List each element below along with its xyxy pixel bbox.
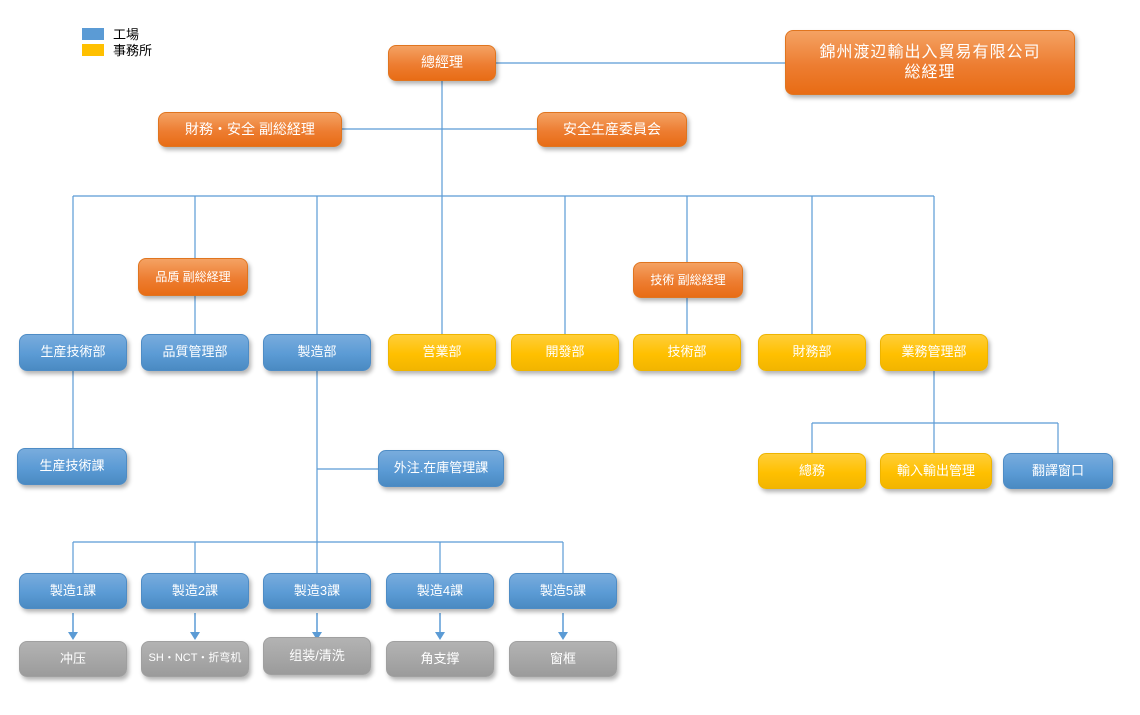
- node-manufacturing-dept: 製造部: [263, 334, 371, 371]
- node-process-corner-brace: 角支撑: [386, 641, 494, 677]
- legend-label-factory: 工場: [113, 27, 140, 42]
- legend-label-office: 事務所: [113, 43, 153, 58]
- node-production-tech-section: 生産技術課: [17, 448, 127, 485]
- node-general-affairs: 總務: [758, 453, 866, 489]
- legend-row-office: 事務所: [82, 40, 152, 59]
- node-process-assembly-cleaning: 组装/清洗: [263, 637, 371, 675]
- node-sales-dept: 営業部: [388, 334, 496, 371]
- node-trade-company-gm: 錦州渡辺輸出入貿易有限公司 総経理: [785, 30, 1075, 95]
- node-finance-safety-vice-gm: 財務・安全 副総経理: [158, 112, 342, 147]
- node-process-window-frame: 窗框: [509, 641, 617, 677]
- node-outsourcing-inventory-section: 外注.在庫管理課: [378, 450, 504, 487]
- node-process-stamping: 冲压: [19, 641, 127, 677]
- node-mfg-section-4: 製造4課: [386, 573, 494, 609]
- node-translation-window: 翻譯窗口: [1003, 453, 1113, 489]
- node-business-admin-dept: 業務管理部: [880, 334, 988, 371]
- legend-swatch-factory: [82, 27, 104, 40]
- node-technology-vice-gm: 技術 副総経理: [633, 262, 743, 298]
- node-import-export-mgmt: 輸入輸出管理: [880, 453, 992, 489]
- legend-swatch-office: [82, 43, 104, 56]
- node-finance-dept: 財務部: [758, 334, 866, 371]
- trade-company-name: 錦州渡辺輸出入貿易有限公司: [819, 43, 1041, 61]
- node-quality-vice-gm: 品貭 副総経理: [138, 258, 248, 296]
- node-mfg-section-2: 製造2課: [141, 573, 249, 609]
- node-mfg-section-1: 製造1課: [19, 573, 127, 609]
- node-production-tech-dept: 生産技術部: [19, 334, 127, 371]
- legend-row-factory: 工場: [82, 24, 139, 43]
- node-quality-control-dept: 品質管理部: [141, 334, 249, 371]
- node-general-manager: 總經理: [388, 45, 496, 81]
- node-technology-dept: 技術部: [633, 334, 741, 371]
- node-development-dept: 開發部: [511, 334, 619, 371]
- node-mfg-section-5: 製造5課: [509, 573, 617, 609]
- node-process-sh-nct-bending: SH・NCT・折弯机: [141, 641, 249, 677]
- node-safety-production-committee: 安全生産委員会: [537, 112, 687, 147]
- node-mfg-section-3: 製造3課: [263, 573, 371, 609]
- trade-company-title: 総経理: [904, 63, 956, 81]
